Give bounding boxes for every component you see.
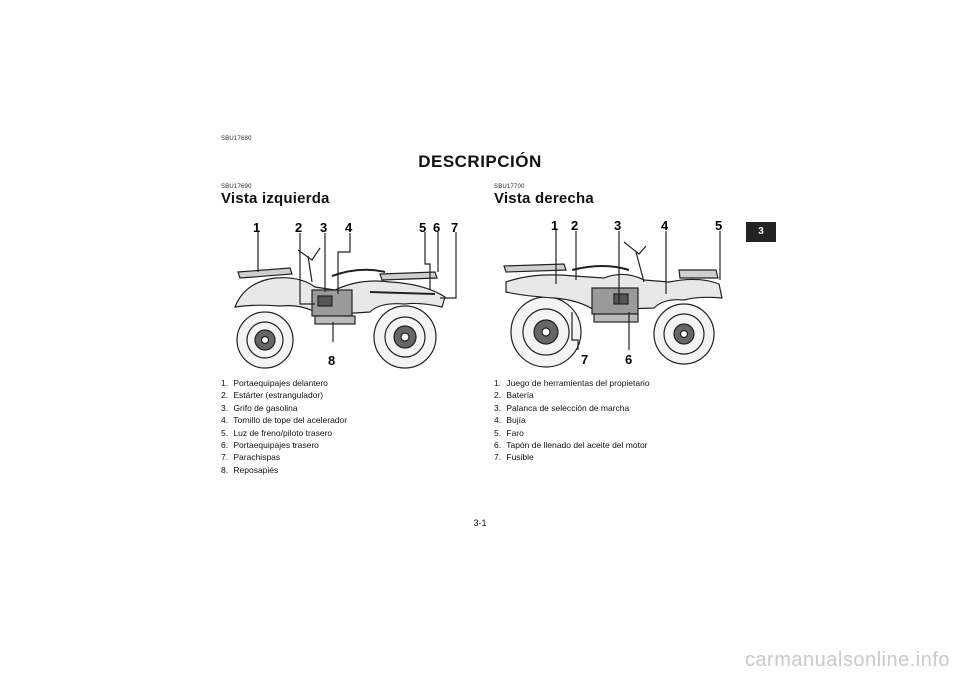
right-section-title: Vista derecha [494, 190, 594, 207]
left-callout-4: 4 [345, 220, 353, 235]
left-parts-list: 1. Portaequipajes delantero 2. Estárter … [221, 377, 347, 476]
left-callout-5: 5 [419, 220, 426, 235]
right-parts-list: 1. Juego de herramientas del propietario… [494, 377, 650, 464]
list-item: 3. Grifo de gasolina [221, 402, 298, 413]
left-callout-6: 6 [433, 220, 440, 235]
right-section-code: SBU17700 [494, 184, 525, 190]
left-section-title: Vista izquierda [221, 190, 330, 207]
list-item: 7. Fusible [494, 452, 534, 463]
list-item: 2. Batería [494, 390, 534, 401]
right-callout-2: 2 [571, 218, 578, 233]
list-item: 5. Luz de freno/piloto trasero [221, 427, 333, 438]
left-callout-2: 2 [295, 220, 302, 235]
left-callout-1: 1 [253, 220, 260, 235]
list-item: 4. Bujía [494, 415, 526, 426]
list-item: 1. Portaequipajes delantero [221, 378, 328, 388]
right-callout-7: 7 [581, 352, 588, 367]
right-callout-6: 6 [625, 352, 632, 367]
left-callout-8: 8 [328, 353, 335, 368]
list-item: 2. Estárter (estrangulador) [221, 390, 324, 401]
page-title: DESCRIPCIÓN [418, 152, 542, 171]
list-item: 6. Tapón de llenado del aceite del motor [494, 440, 648, 451]
left-callout-7: 7 [451, 220, 458, 235]
left-callout-3: 3 [320, 220, 327, 235]
list-item: 6. Portaequipajes trasero [221, 440, 319, 451]
atv-left-view-illustration: 1 2 3 4 5 6 7 8 [234, 220, 458, 369]
section-code: SBU17680 [221, 136, 252, 142]
right-callout-4: 4 [661, 218, 669, 233]
list-item: 1. Juego de herramientas del propietario [494, 378, 650, 388]
right-callout-3: 3 [614, 218, 621, 233]
list-item: 3. Palanca de selección de marcha [494, 402, 630, 413]
chapter-tab: 3 [746, 222, 776, 242]
left-section-code: SBU17690 [221, 184, 252, 190]
list-item: 5. Faro [494, 427, 524, 438]
right-callout-5: 5 [715, 218, 722, 233]
atv-right-view-illustration: 1 2 3 4 5 7 6 [503, 218, 723, 368]
right-callout-1: 1 [551, 218, 558, 233]
watermark: carmanualsonline.info [744, 649, 950, 671]
list-item: 8. Reposapiés [221, 464, 279, 475]
page-number: 3-1 [473, 518, 487, 528]
list-item: 4. Tornillo de tope del acelerador [221, 415, 348, 426]
list-item: 7. Parachispas [221, 452, 281, 463]
